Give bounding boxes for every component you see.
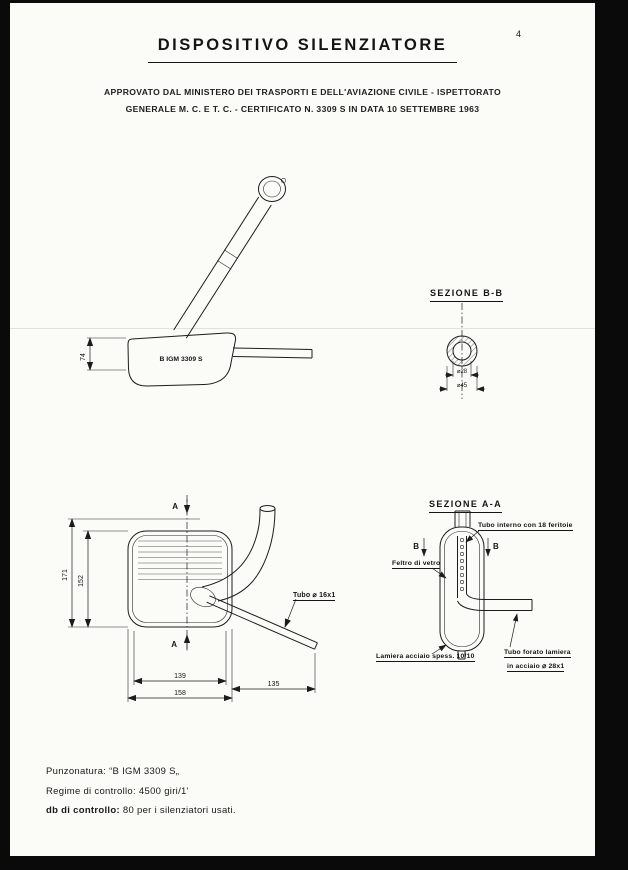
body-hatch-lines xyxy=(138,540,222,580)
outlet-elbow-section xyxy=(457,593,533,611)
dim-45-label: ⌀45 xyxy=(457,383,468,389)
dim-45: ⌀45 xyxy=(439,366,485,392)
note-punzonatura-value: “B IGM 3309 S„ xyxy=(109,766,180,777)
tube-label-leader xyxy=(284,598,297,628)
dim-28: ⌀28 xyxy=(445,361,479,378)
note-regime: Regime di controllo: 4500 giri/1' xyxy=(46,782,236,802)
note-db: db di controllo: 80 per i silenziatori u… xyxy=(46,801,236,821)
section-cut-line-aa: A A xyxy=(171,495,191,651)
perforated-pipe-annotation-line2: in acciaio ⌀ 28x1 xyxy=(507,663,565,672)
side-view-drawing: B IGM 3309 S 74 xyxy=(80,176,313,387)
section-bb-drawing: ⌀28 ⌀45 xyxy=(439,303,485,399)
approval-line-2: GENERALE M. C. E T. C. - CERTIFICATO N. … xyxy=(125,104,480,114)
tail-pipe-side xyxy=(232,347,313,359)
igm-stamp: B IGM 3309 S xyxy=(159,356,203,363)
dim-74-label: 74 xyxy=(80,353,87,361)
dim-158: 158 xyxy=(127,629,233,702)
dim-171: 171 xyxy=(62,518,200,628)
dim-152-label: 152 xyxy=(78,575,85,587)
annotation-leaders xyxy=(431,529,519,655)
section-letter-a-top: A xyxy=(172,502,178,511)
title-row: DISPOSITIVO SILENZIATORE xyxy=(10,36,595,63)
pipe-cross-section xyxy=(446,335,478,367)
note-regime-value: 4500 giri/1' xyxy=(138,785,189,797)
approval-text: APPROVATO DAL MINISTERO DEI TRASPORTI E … xyxy=(10,84,595,118)
dim-74: 74 xyxy=(80,337,126,371)
page-title: DISPOSITIVO SILENZIATORE xyxy=(147,36,458,63)
dim-171-label: 171 xyxy=(62,569,69,581)
drain-stub xyxy=(457,651,466,660)
inner-tube-annotation: Tubo interno con 18 feritoie xyxy=(478,522,573,531)
section-letter-b-right: B xyxy=(493,542,499,551)
section-aa-drawing: B B xyxy=(413,510,533,660)
muffler-shell-section xyxy=(439,526,485,652)
notes-block: Punzonatura: “B IGM 3309 S„ Regime di co… xyxy=(46,762,236,821)
front-view-drawing: A A 171 152 139 158 xyxy=(62,495,318,702)
section-bb-heading: SEZIONE B-B xyxy=(430,288,504,302)
glass-felt-annotation: Feltro di vetro xyxy=(392,560,441,569)
note-db-value: 80 per i silenziatori usati. xyxy=(122,805,236,816)
section-aa-heading: SEZIONE A-A xyxy=(429,499,503,513)
note-punzonatura: Punzonatura: “B IGM 3309 S„ xyxy=(46,762,236,782)
tail-pipe-front xyxy=(206,595,318,650)
tube-16x1-label: Tubo ⌀ 16x1 xyxy=(293,592,336,601)
outlet-port xyxy=(190,586,216,608)
inlet-ring xyxy=(258,176,287,202)
document-page: DISPOSITIVO SILENZIATORE APPROVATO DAL M… xyxy=(10,3,595,856)
perforated-inner-tube xyxy=(457,536,467,598)
inlet-pipe xyxy=(173,196,272,339)
section-letter-b-left: B xyxy=(413,542,419,551)
dim-158-label: 158 xyxy=(174,690,186,697)
section-letter-a-bottom: A xyxy=(171,640,177,649)
note-regime-label: Regime di controllo: xyxy=(46,785,136,797)
approval-line-1: APPROVATO DAL MINISTERO DEI TRASPORTI E … xyxy=(103,87,502,97)
perforated-pipe-annotation-line1: Tubo forato lamiera xyxy=(504,649,571,658)
steel-sheet-annotation: Lamiera acciaio spess. 10/10 xyxy=(376,653,475,662)
dim-135: 135 xyxy=(231,653,316,693)
section-cut-marks-bb: B B xyxy=(413,538,499,557)
muffler-body-front xyxy=(127,530,233,628)
dim-152: 152 xyxy=(78,530,128,628)
scan-fold-line xyxy=(10,328,595,329)
muffler-body-side: B IGM 3309 S xyxy=(127,332,237,387)
dim-139: 139 xyxy=(133,631,227,685)
inlet-stub xyxy=(454,510,471,527)
note-db-label: db di controllo: xyxy=(46,805,120,816)
outlet-elbow-pipe xyxy=(201,505,276,602)
dim-139-label: 139 xyxy=(174,673,186,680)
page-number-mark: 4 xyxy=(516,29,522,39)
dim-135-label: 135 xyxy=(268,681,280,688)
dim-28-label: ⌀28 xyxy=(457,369,468,375)
note-punzonatura-label: Punzonatura: xyxy=(46,766,107,777)
